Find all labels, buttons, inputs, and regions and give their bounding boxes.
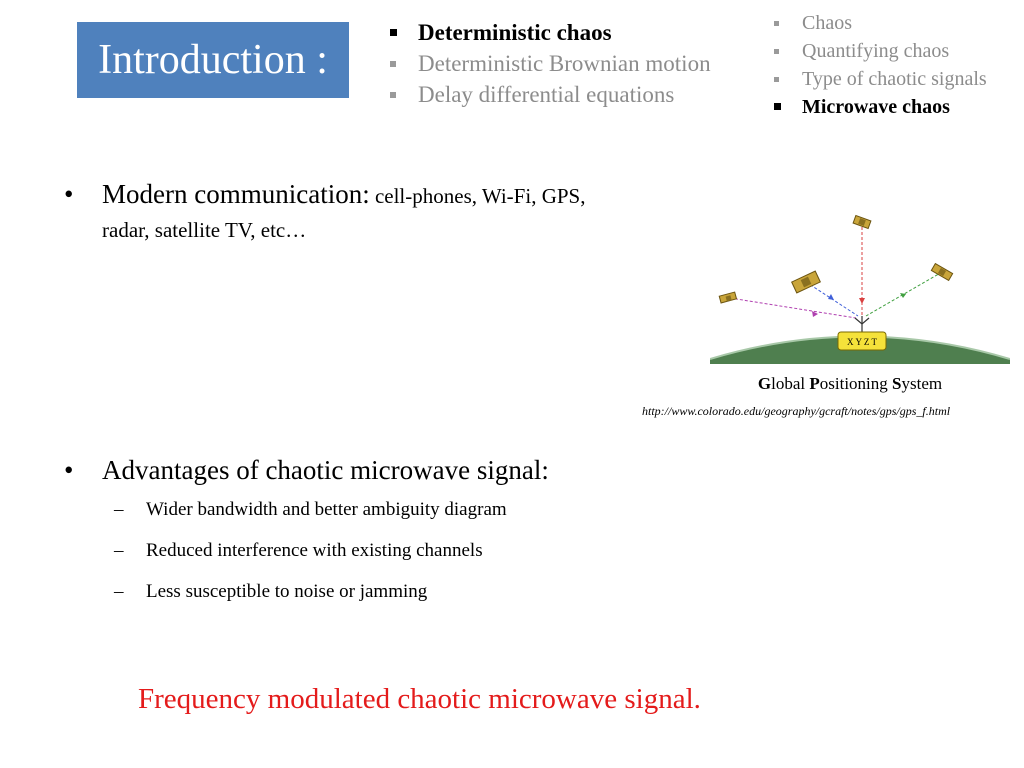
source-url[interactable]: http://www.colorado.edu/geography/gcraft…: [642, 404, 951, 418]
toc-item-delay-differential-equations[interactable]: Delay differential equations: [386, 79, 711, 110]
satellite-icon: [718, 291, 738, 304]
arrow-icon: [828, 294, 834, 300]
toc-item-type-of-chaotic-signals[interactable]: Type of chaotic signals: [772, 65, 987, 93]
square-bullet-icon: [774, 21, 779, 26]
dash-bullet: –: [114, 581, 124, 602]
toc-item-quantifying-chaos[interactable]: Quantifying chaos: [772, 37, 987, 65]
arrow-icon: [812, 311, 818, 317]
gps-receiver: [837, 316, 887, 351]
square-bullet-icon: [774, 49, 779, 54]
caption-word-global: lobal: [771, 374, 810, 393]
conclusion-text: Frequency modulated chaotic microwave si…: [138, 683, 701, 715]
square-bullet-icon: [390, 28, 397, 36]
bullet-detail-line2: radar, satellite TV, etc…: [102, 218, 307, 242]
toc-right-list: Chaos Quantifying chaos Type of chaotic …: [772, 9, 987, 121]
sub-item-bandwidth: – Wider bandwidth and better ambiguity d…: [114, 498, 614, 524]
square-bullet-icon: [390, 60, 396, 67]
caption-initial-g: G: [757, 374, 772, 393]
toc-item-label: Type of chaotic signals: [802, 68, 987, 90]
toc-item-label: Delay differential equations: [418, 82, 675, 107]
toc-item-label: Microwave chaos: [802, 96, 950, 118]
satellite-icon: [791, 270, 821, 294]
toc-item-label: Chaos: [802, 12, 852, 34]
toc-item-deterministic-chaos[interactable]: Deterministic chaos: [386, 17, 711, 48]
sub-item-text: Less susceptible to noise or jamming: [146, 581, 428, 602]
dash-bullet: –: [114, 499, 124, 520]
caption-initial-s: S: [892, 374, 902, 393]
square-bullet-icon: [774, 77, 779, 82]
gps-caption: Global Positioning System: [700, 374, 1000, 394]
toc-item-chaos[interactable]: Chaos: [772, 9, 987, 37]
arrow-icon: [900, 293, 906, 298]
sub-item-interference: – Reduced interference with existing cha…: [114, 539, 614, 565]
sub-item-noise: – Less susceptible to noise or jamming: [114, 580, 614, 606]
bullet-text: Advantages of chaotic microwave signal:: [102, 455, 549, 485]
toc-item-label: Deterministic chaos: [418, 20, 612, 45]
bullet-advantages: • Advantages of chaotic microwave signal…: [64, 454, 684, 488]
bullet-dot: •: [64, 455, 74, 485]
caption-initial-p: P: [809, 374, 820, 393]
bullet-text: Modern communication: cell-phones, Wi-Fi…: [102, 178, 692, 246]
bullet-modern-communication: • Modern communication: cell-phones, Wi-…: [64, 178, 684, 248]
bullet-dot: •: [64, 179, 74, 209]
sub-item-text: Reduced interference with existing chann…: [146, 540, 483, 561]
signal-line-far-left: [729, 297, 857, 319]
toc-item-label: Quantifying chaos: [802, 40, 950, 62]
arrow-icon: [859, 298, 865, 304]
satellite-icon: [852, 214, 872, 230]
sub-item-text: Wider bandwidth and better ambiguity dia…: [146, 499, 507, 520]
dash-bullet: –: [114, 540, 124, 561]
satellite-icon: [930, 262, 954, 282]
square-bullet-icon: [774, 103, 781, 110]
caption-word-system: ystem: [901, 374, 943, 393]
toc-item-label: Deterministic Brownian motion: [418, 51, 711, 76]
caption-word-positioning: ositioning: [819, 374, 893, 393]
gps-diagram: X Y Z T: [710, 214, 1010, 364]
square-bullet-icon: [390, 91, 396, 98]
toc-center-list: Deterministic chaos Deterministic Browni…: [386, 17, 711, 110]
receiver-label: X Y Z T: [847, 337, 877, 347]
toc-item-microwave-chaos[interactable]: Microwave chaos: [772, 93, 987, 121]
antenna-icon: [854, 317, 870, 325]
toc-item-deterministic-brownian-motion[interactable]: Deterministic Brownian motion: [386, 48, 711, 79]
bullet-lead: Modern communication:: [102, 179, 370, 209]
bullet-detail-line1: cell-phones, Wi-Fi, GPS,: [369, 184, 586, 208]
slide-title: Introduction :: [77, 22, 349, 98]
